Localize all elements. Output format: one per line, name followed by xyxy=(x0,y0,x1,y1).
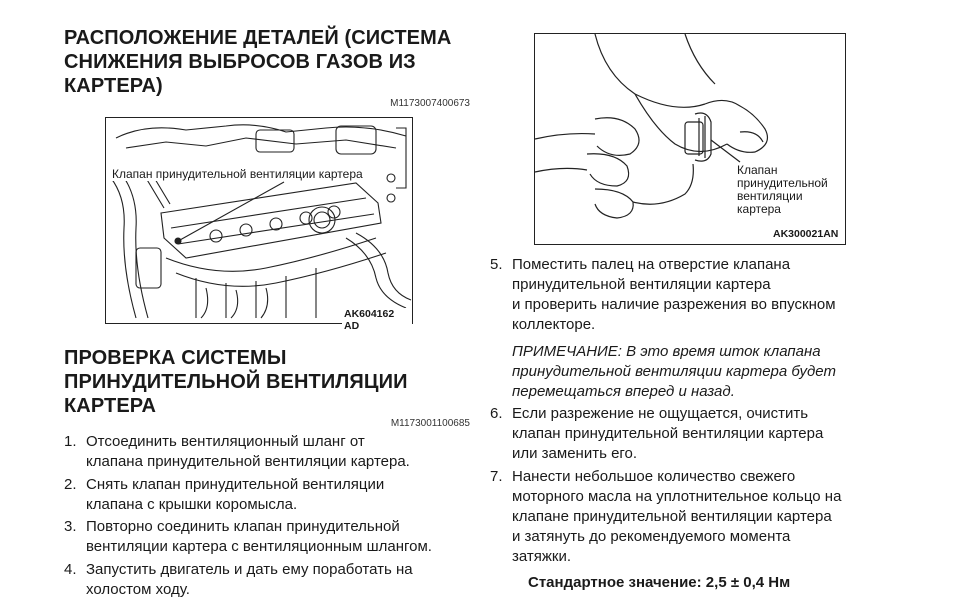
step-4: 4. Запустить двигатель и дать ему порабо… xyxy=(64,561,413,598)
step-1: 1. Отсоединить вентиляционный шланг от к… xyxy=(64,433,410,470)
step-7: 7. Нанести небольшое количество свежего … xyxy=(490,468,842,565)
engine-callout: Клапан принудительной вентиляции картера xyxy=(110,167,365,181)
section1-title: РАСПОЛОЖЕНИЕ ДЕТАЛЕЙ (СИСТЕМА СНИЖЕНИЯ В… xyxy=(64,27,452,97)
section1-doc-code: M1173007400673 xyxy=(390,98,470,109)
step-2: 2. Снять клапан принудительной вентиляци… xyxy=(64,476,385,513)
step-6: 6. Если разрежение не ощущается, очистит… xyxy=(490,405,824,462)
standard-value: Стандартное значение: 2,5 ± 0,4 Нм xyxy=(528,574,791,591)
step-5: 5. Поместить палец на отверстие клапана … xyxy=(490,256,836,333)
engine-figure-caption: AK604162 AD xyxy=(342,308,412,332)
engine-figure: Клапан принудительной вентиляции картера… xyxy=(105,117,413,332)
hand-drawing xyxy=(534,33,768,219)
valve-label: Клапан принудительной вентиляции картера xyxy=(737,163,828,216)
section2-doc-code: M1173001100685 xyxy=(390,418,470,429)
hand-figure: Клапан принудительной вентиляции картера… xyxy=(534,33,846,245)
section2-title: ПРОВЕРКА СИСТЕМЫ ПРИНУДИТЕЛЬНОЙ ВЕНТИЛЯЦ… xyxy=(64,347,408,417)
note: ПРИМЕЧАНИЕ: В это время шток клапана при… xyxy=(512,343,836,400)
hand-figure-caption: AK300021AN xyxy=(771,228,841,240)
step-3: 3. Повторно соединить клапан принудитель… xyxy=(64,518,432,555)
engine-drawing xyxy=(110,124,412,319)
